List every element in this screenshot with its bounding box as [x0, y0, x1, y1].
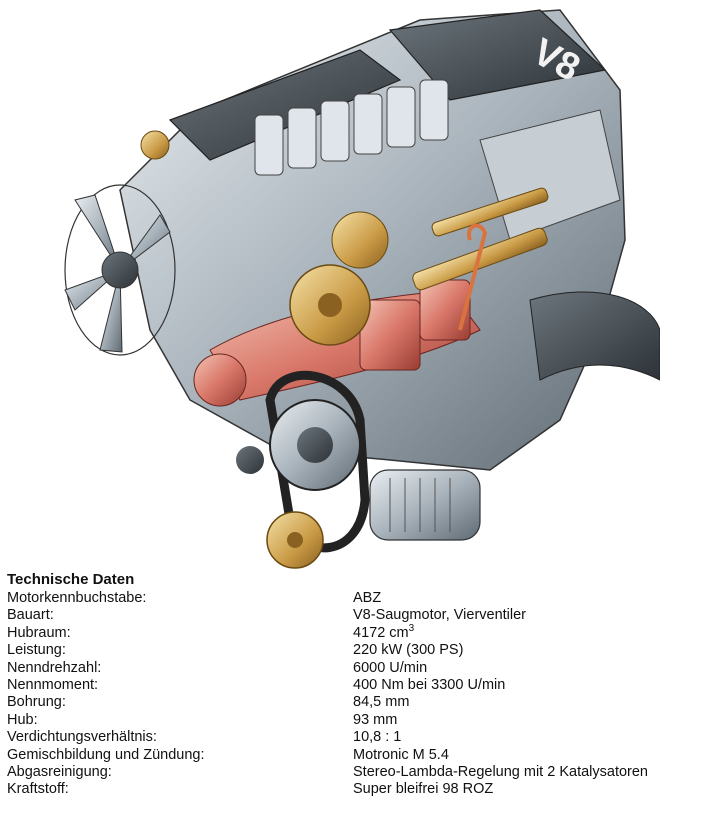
- spec-row: Hubraum: 4172 cm3: [7, 622, 713, 642]
- spec-value: 4172 cm3: [353, 622, 713, 642]
- spec-row: Kraftstoff: Super bleifrei 98 ROZ: [7, 781, 713, 798]
- spec-value: V8-Saugmotor, Vierventiler: [353, 607, 527, 624]
- spec-row: Abgasreinigung: Stereo-Lambda-Regelung mi…: [7, 764, 713, 781]
- spec-row: Bohrung: 84,5 mm: [7, 694, 713, 711]
- spec-value: Motronic M 5.4: [353, 746, 449, 763]
- spec-row: Gemischbildung und Zündung: Motronic M 5.…: [7, 747, 713, 764]
- engine-block: V8: [119, 9, 660, 471]
- technical-data-panel: Technische Daten Motorkennbuchstabe: ABZ …: [7, 571, 713, 799]
- spec-value: Super bleifrei 98 ROZ: [353, 781, 494, 798]
- spec-value: 400 Nm bei 3300 U/min: [353, 677, 506, 694]
- spec-label: Motorkennbuchstabe:: [7, 590, 147, 606]
- spec-label: Nenndrehzahl:: [7, 659, 102, 676]
- spec-value: 93 mm: [353, 711, 398, 728]
- spec-value-text: 4172 cm: [353, 624, 409, 641]
- alternator: [369, 469, 481, 541]
- spec-label: Nennmoment:: [7, 677, 99, 694]
- spec-label: Abgasreinigung:: [7, 764, 112, 781]
- spec-label: Verdichtungsverhältnis:: [7, 729, 157, 746]
- spec-value: 10,8 : 1: [353, 729, 402, 746]
- spec-value: ABZ: [353, 590, 382, 606]
- spec-row: Nennmoment: 400 Nm bei 3300 U/min: [7, 677, 713, 694]
- spec-rows: Motorkennbuchstabe: ABZ Bauart: V8-Saugmot…: [7, 590, 713, 799]
- spec-label: Hub:: [7, 711, 38, 728]
- spec-label: Bohrung:: [7, 694, 66, 711]
- spec-value: Stereo-Lambda-Regelung mit 2 Katalysator…: [353, 764, 648, 781]
- spec-value: 6000 U/min: [353, 659, 428, 676]
- spec-label: Gemischbildung und Zündung:: [7, 746, 205, 763]
- spec-value: 84,5 mm: [353, 694, 410, 711]
- crankshaft-cutaway: [193, 279, 481, 407]
- engine-cutaway-illustration: V8: [64, 9, 660, 569]
- spec-row: Verdichtungsverhältnis: 10,8 : 1: [7, 729, 713, 746]
- specs-title: Technische Daten: [7, 571, 135, 588]
- spec-row: Leistung: 220 kW (300 PS): [7, 642, 713, 659]
- spec-value: 220 kW (300 PS): [353, 642, 464, 659]
- spec-row: Nenndrehzahl: 6000 U/min: [7, 660, 713, 677]
- spec-label: Kraftstoff:: [7, 781, 69, 798]
- spec-value-superscript: 3: [408, 622, 415, 634]
- spec-row: Motorkennbuchstabe: ABZ: [7, 590, 713, 607]
- spec-label: Leistung:: [7, 642, 66, 659]
- spec-row: Hub: 93 mm: [7, 712, 713, 729]
- spec-label: Bauart:: [7, 607, 54, 624]
- spec-row: Bauart: V8-Saugmotor, Vierventiler: [7, 607, 713, 624]
- cooling-fan: [64, 184, 176, 356]
- spec-label: Hubraum:: [7, 624, 71, 641]
- belt-drive: [236, 370, 370, 569]
- dipstick: [458, 223, 488, 331]
